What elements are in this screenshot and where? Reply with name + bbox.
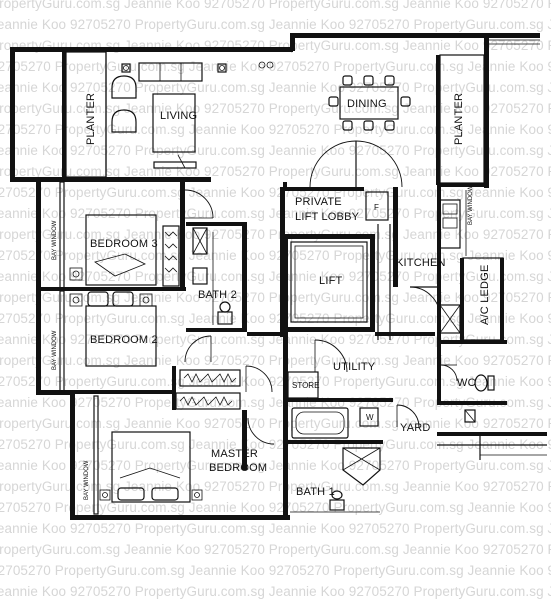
wall — [437, 183, 487, 187]
planter-left-label: PLANTER — [85, 93, 97, 145]
wardrobe — [179, 369, 241, 387]
wall — [41, 177, 211, 182]
store-label: STORE — [292, 381, 319, 390]
door-swing — [309, 140, 357, 188]
bedroom3-label: BEDROOM 3 — [90, 238, 158, 250]
wall — [290, 33, 295, 51]
planter-right: PLANTER — [436, 54, 485, 185]
wall — [393, 187, 398, 287]
wardrobes — [75, 365, 273, 410]
kitchen: KITCHEN BAY WINDOW — [377, 185, 474, 340]
toilet — [329, 499, 345, 511]
master-label-line1: MASTER — [211, 448, 258, 460]
door-swing — [355, 140, 403, 188]
lift-label: LIFT — [319, 275, 342, 287]
living-area: LIVING — [111, 61, 274, 169]
planter-right-label: PLANTER — [453, 93, 465, 145]
armchair — [111, 109, 137, 133]
bed — [85, 305, 157, 367]
utility-label: UTILITY — [333, 361, 376, 373]
bath-1: BATH 1 — [283, 407, 383, 520]
door-swing — [409, 286, 441, 318]
bath-2: BATH 2 — [186, 222, 247, 332]
fridge — [365, 191, 389, 221]
armchair — [111, 75, 137, 99]
bed — [111, 431, 191, 503]
wall — [36, 177, 41, 395]
vanity — [342, 447, 381, 486]
store — [287, 371, 319, 399]
lift-lobby: PRIVATE LIFT LOBBY LIFT F — [280, 140, 403, 337]
wall — [10, 47, 293, 52]
planter-left: PLANTER — [62, 51, 107, 178]
outer-walls — [10, 33, 540, 520]
ac-ledge-label: A/C LEDGE — [479, 265, 491, 326]
dining-table — [339, 86, 399, 120]
wc-label: WC — [457, 377, 476, 389]
wall — [280, 187, 285, 337]
wall — [280, 187, 364, 191]
coffee-table — [152, 93, 196, 153]
toilet — [474, 374, 488, 392]
bedroom-2: BAY WINDOW BEDROOM 2 — [52, 290, 212, 392]
wall — [36, 390, 72, 395]
wardrobe — [162, 225, 180, 287]
lift-car — [290, 241, 368, 323]
yard-label: YARD — [400, 422, 431, 434]
wall — [10, 47, 15, 182]
bay-window-1: BAY WINDOW — [52, 220, 58, 260]
lobby-label-line1: PRIVATE — [295, 196, 342, 208]
bed — [85, 214, 157, 286]
wall — [70, 390, 75, 520]
bay-window-3: BAY WINDOW — [84, 460, 90, 500]
living-label: LIVING — [160, 110, 197, 122]
kitchen-label: KITCHEN — [396, 257, 446, 269]
dining-label: DINING — [347, 98, 387, 110]
dining-area: DINING — [328, 75, 411, 131]
sofa — [138, 62, 203, 82]
wall — [484, 38, 489, 188]
wall — [70, 515, 290, 520]
master-label-line2: BEDROOM — [209, 462, 267, 474]
bath2-label: BATH 2 — [198, 289, 237, 301]
tv-console — [153, 161, 197, 169]
master-bedroom: BAY WINDOW MASTER BEDROOM — [84, 395, 275, 515]
wc: WC — [437, 340, 507, 423]
lobby-label-line2: LIFT LOBBY — [295, 211, 360, 223]
bay-window-2: BAY WINDOW — [52, 330, 58, 370]
bedroom2-label: BEDROOM 2 — [90, 334, 158, 346]
bedroom-3: BAY WINDOW BEDROOM 3 — [52, 181, 214, 289]
washer-label: W — [366, 413, 374, 422]
bay-window-kitchen: BAY WINDOW — [468, 185, 474, 225]
yard: YARD — [396, 404, 547, 460]
wall — [10, 177, 40, 182]
wall — [41, 287, 186, 291]
bathtub — [291, 407, 349, 439]
washer — [359, 407, 379, 427]
fridge-label: F — [374, 203, 379, 212]
utility: UTILITY STORE W — [283, 332, 393, 442]
ac-ledge: A/C LEDGE — [460, 257, 504, 341]
bath1-label: BATH 1 — [296, 486, 335, 498]
wall — [290, 33, 540, 38]
